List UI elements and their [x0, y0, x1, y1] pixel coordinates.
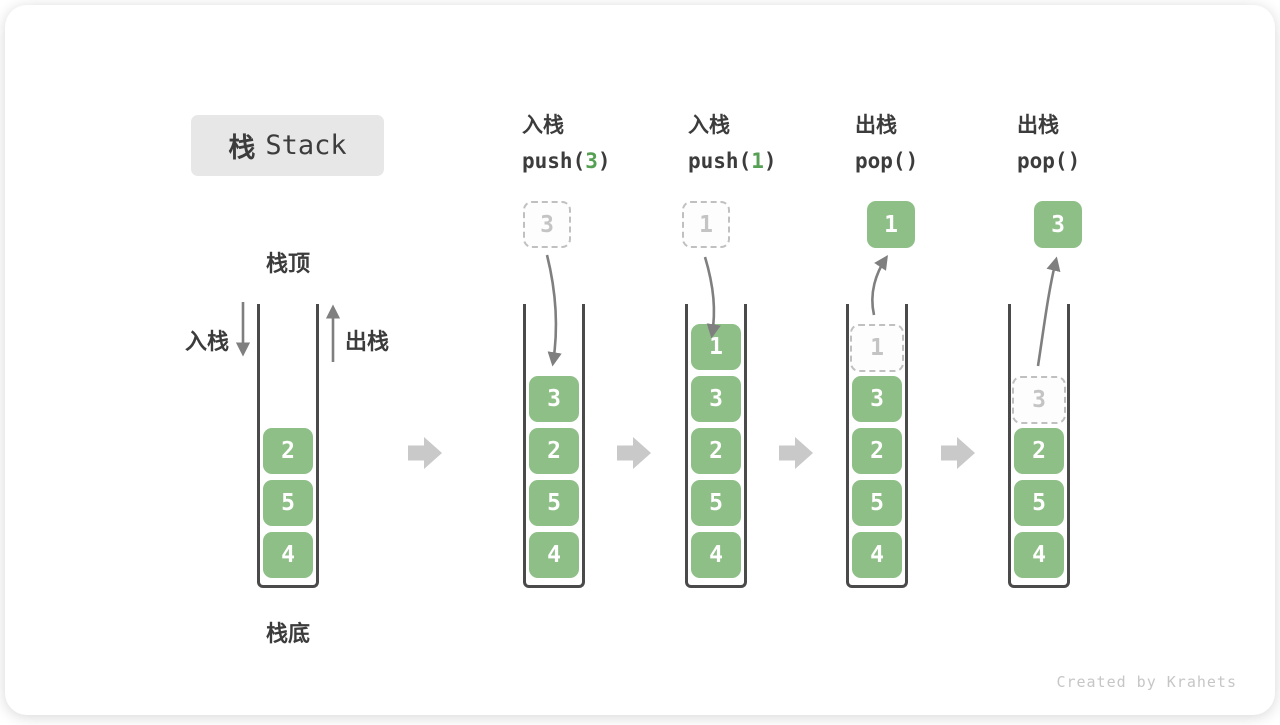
stack-cell: 4: [691, 532, 741, 578]
stack-bottom-label: 栈底: [265, 622, 310, 647]
step-arrow-icon: [779, 437, 813, 469]
stack-container-3: 1 3 2 5 4: [685, 304, 747, 588]
title-zh: 栈: [228, 133, 256, 164]
code-fn: pop(: [1017, 149, 1068, 173]
op-code: pop(): [1017, 147, 1080, 175]
code-close: ): [905, 149, 919, 173]
stack-cell: 1: [691, 324, 741, 370]
stack-top-label: 栈顶: [265, 252, 310, 277]
stack-container-1: 2 5 4: [257, 304, 319, 588]
op-header-pop1: 出栈 pop(): [855, 111, 918, 175]
stack-cell: 4: [263, 532, 313, 578]
stack-cell: 5: [263, 480, 313, 526]
stack-cell: 2: [263, 428, 313, 474]
stack-cell: 4: [529, 532, 579, 578]
stack-container-4: 1 3 2 5 4: [846, 304, 908, 588]
stack-cell: 2: [852, 428, 902, 474]
stack-cell-removed: 1: [850, 324, 904, 372]
pushed-value-box: 3: [523, 201, 571, 248]
pushed-value-box: 1: [682, 201, 730, 248]
code-close: ): [597, 149, 611, 173]
stack-cell: 5: [691, 480, 741, 526]
arrows-overlay: [235, 254, 1061, 469]
op-header-pop2: 出栈 pop(): [1017, 111, 1080, 175]
stack-cell: 4: [1014, 532, 1064, 578]
code-arg: 1: [751, 149, 764, 173]
op-label: 出栈: [855, 113, 897, 137]
stack-cell: 2: [691, 428, 741, 474]
step-arrow-icon: [941, 437, 975, 469]
title-badge: 栈 Stack: [191, 115, 384, 176]
stack-container-2: 3 2 5 4: [523, 304, 585, 588]
pop-side-label: 出栈: [345, 330, 390, 355]
stack-cell: 5: [852, 480, 902, 526]
op-label: 出栈: [1017, 113, 1059, 137]
code-close: ): [763, 149, 777, 173]
op-code: pop(): [855, 147, 918, 175]
code-close: ): [1067, 149, 1081, 173]
stack-cell-removed: 3: [1012, 376, 1066, 424]
diagram-card: 栈 Stack 入栈 push(3) 入栈 push(1) 出栈 pop() 出…: [5, 5, 1275, 715]
stack-cell: 4: [852, 532, 902, 578]
op-header-push3: 入栈 push(3): [522, 111, 611, 175]
stack-cell: 5: [1014, 480, 1064, 526]
stack-cell: 2: [529, 428, 579, 474]
code-fn: push(: [688, 149, 752, 173]
code-fn: pop(: [855, 149, 906, 173]
stack-cell: 3: [852, 376, 902, 422]
step-arrow-icon: [408, 437, 442, 469]
stack-cell: 5: [529, 480, 579, 526]
op-label: 入栈: [688, 113, 730, 137]
op-label: 入栈: [522, 113, 564, 137]
popped-value-box: 1: [867, 201, 915, 248]
push-side-label: 入栈: [185, 330, 230, 355]
step-arrow-icon: [617, 437, 651, 469]
stack-cell: 2: [1014, 428, 1064, 474]
op-header-push1: 入栈 push(1): [688, 111, 777, 175]
code-fn: push(: [522, 149, 586, 173]
op-code: push(1): [688, 147, 777, 175]
stack-cell: 3: [691, 376, 741, 422]
code-arg: 3: [585, 149, 598, 173]
popped-value-box: 3: [1034, 201, 1082, 248]
stack-cell: 3: [529, 376, 579, 422]
stack-container-5: 3 2 5 4: [1008, 304, 1070, 588]
title-latin: Stack: [265, 130, 347, 161]
op-code: push(3): [522, 147, 611, 175]
watermark: Created by Krahets: [1056, 673, 1237, 691]
